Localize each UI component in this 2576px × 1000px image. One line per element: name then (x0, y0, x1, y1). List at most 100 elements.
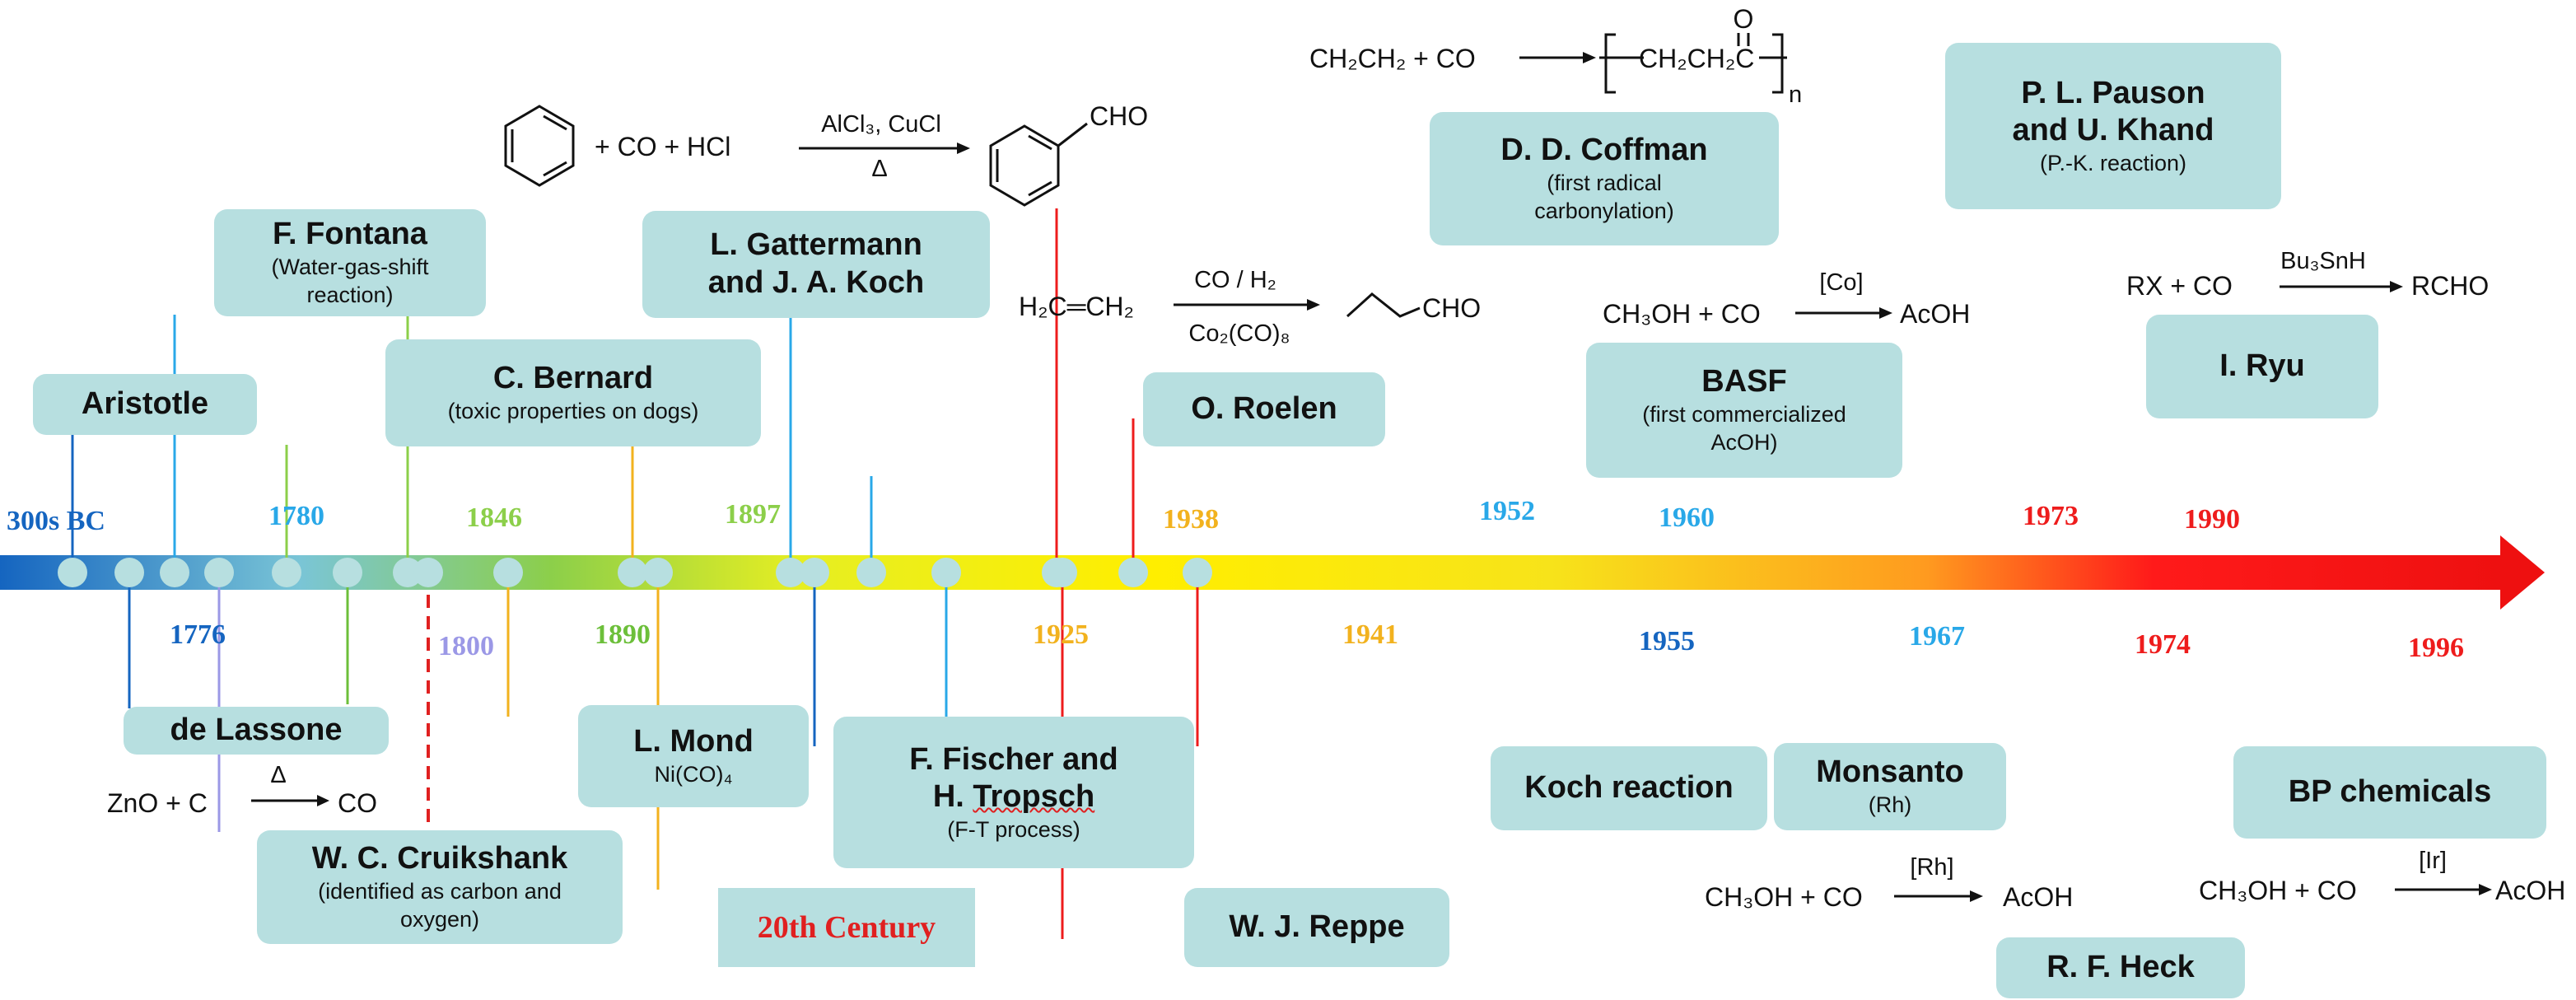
year-label-1780: 1780 (268, 501, 324, 531)
equation-coffman-oxygen: O (1734, 4, 1754, 34)
year-label-1990: 1990 (2184, 504, 2240, 535)
event-name: W. J. Reppe (1229, 909, 1405, 945)
equation-gattermann-condition-top: AlCl₃, CuCl (821, 111, 941, 138)
year-label-1846: 1846 (466, 502, 522, 533)
equation-gattermann-reactants: + CO + HCl (595, 132, 730, 161)
equation-basf: CH₃OH + CO [Co] AcOH (1603, 269, 1970, 329)
equation-lassone-rhs: CO (338, 788, 377, 818)
timeline-dot-1780 (160, 558, 189, 587)
event-name: Koch reaction (1524, 770, 1734, 806)
event-basf: BASF (first commercialized AcOH) (1586, 343, 1902, 478)
event-fischer-tropsch: F. Fischer and H. Tropsch (F-T process) (833, 717, 1194, 868)
event-name-line2: and U. Khand (2012, 113, 2214, 148)
equation-roelen-condition-top: CO / H₂ (1194, 267, 1276, 293)
event-fontana: F. Fontana (Water-gas-shift reaction) (214, 209, 486, 316)
event-reppe: W. J. Reppe (1184, 888, 1449, 967)
year-label-1925: 1925 (1033, 619, 1089, 650)
timeline-dot-1925 (493, 558, 523, 587)
equation-gattermann-koch: + CO + HCl AlCl₃, CuCl Δ CHO (504, 101, 1148, 207)
event-name-line2-surname: Tropsch (973, 779, 1095, 815)
timeline-arrowhead (2500, 535, 2545, 610)
event-bp-chemicals: BP chemicals (2233, 746, 2546, 839)
event-mond: L. Mond Ni(CO)₄ (578, 705, 809, 807)
equation-ryu-condition: Bu₃SnH (2280, 248, 2366, 274)
event-monsanto: Monsanto (Rh) (1774, 743, 2006, 830)
equation-basf-condition: [Co] (1819, 269, 1863, 296)
event-cruikshank: W. C. Cruikshank (identified as carbon a… (257, 830, 623, 944)
year-label-1800: 1800 (438, 631, 494, 661)
event-description: (P.-K. reaction) (2039, 150, 2187, 175)
event-gattermann-koch: L. Gattermann and J. A. Koch (642, 211, 990, 318)
equation-roelen-product: CHO (1422, 293, 1481, 323)
equation-basf-rhs: AcOH (1900, 299, 1970, 329)
event-name: BP chemicals (2288, 774, 2492, 810)
equation-bp-condition: [Ir] (2419, 848, 2447, 874)
polymer-bracket-left-icon (1604, 33, 1616, 94)
equation-basf-lhs: CH₃OH + CO (1603, 299, 1761, 329)
equation-coffman-lhs: CH₂CH₂ + CO (1309, 44, 1476, 73)
event-koch-reaction: Koch reaction (1491, 746, 1767, 830)
event-description: (F-T process) (947, 816, 1080, 842)
year-label-1938: 1938 (1163, 504, 1219, 535)
equation-gattermann-product: CHO (1090, 101, 1148, 131)
equation-lassone: ZnO + C Δ CO (107, 762, 377, 818)
event-description: (toxic properties on dogs) (447, 398, 699, 423)
year-label-1996: 1996 (2408, 633, 2464, 663)
event-description: (first commercialized AcOH) (1642, 402, 1846, 455)
event-aristotle: Aristotle (33, 374, 257, 435)
equation-gattermann-condition-bottom: Δ (871, 156, 887, 182)
event-name: I. Ryu (2219, 348, 2305, 384)
year-label-1974: 1974 (2135, 629, 2191, 660)
timeline-dot-1967 (931, 558, 961, 587)
timeline-dot-1955 (800, 558, 829, 587)
event-name-line1: L. Gattermann (710, 227, 922, 263)
event-name-line1: F. Fischer and (909, 741, 1118, 777)
timeline-dot-1776 (114, 558, 144, 587)
century-label: 20th Century (718, 888, 975, 967)
equation-lassone-condition: Δ (270, 762, 286, 788)
event-name: Monsanto (1816, 755, 1964, 790)
timeline-dot-1941 (643, 558, 673, 587)
equation-ryu-lhs: RX + CO (2126, 271, 2233, 301)
event-description: (Rh) (1868, 792, 1912, 817)
benzene-ring-icon (504, 105, 575, 187)
event-name-line2: H. Tropsch (933, 778, 1094, 816)
equation-lassone-lhs: ZnO + C (107, 788, 208, 818)
timeline-dot-1800 (204, 558, 234, 587)
event-description: (first radical carbonylation) (1534, 171, 1674, 223)
benzaldehyde-ring-icon (989, 122, 1088, 207)
timeline-dot-300s-bc (58, 558, 87, 587)
year-label-1890: 1890 (595, 619, 651, 650)
event-name: R. F. Heck (2046, 950, 2195, 985)
event-name: F. Fontana (273, 217, 427, 252)
year-label-1973: 1973 (2023, 501, 2079, 531)
event-formula: Ni(CO)₄ (654, 761, 733, 787)
equation-ryu-rhs: RCHO (2411, 271, 2489, 301)
event-description: (Water-gas-shift reaction) (271, 255, 429, 307)
equation-bp: CH₃OH + CO [Ir] AcOH (2199, 848, 2565, 905)
equation-ryu: RX + CO Bu₃SnH RCHO (2126, 248, 2489, 301)
year-label-1955: 1955 (1639, 626, 1695, 657)
equation-coffman: CH₂CH₂ + CO CH₂CH₂C O n (1309, 4, 1802, 108)
event-name-line1: P. L. Pauson (2021, 75, 2205, 110)
equation-monsanto-rhs: AcOH (2003, 882, 2073, 912)
event-description: (identified as carbon and oxygen) (318, 879, 562, 932)
year-label-1952: 1952 (1479, 496, 1535, 526)
event-roelen: O. Roelen (1143, 372, 1385, 446)
polymer-bracket-right-icon (1772, 33, 1784, 94)
year-label-300s-bc: 300s BC (7, 506, 105, 536)
event-coffman: D. D. Coffman (first radical carbonylati… (1430, 112, 1779, 245)
year-label-1960: 1960 (1659, 502, 1715, 533)
equation-roelen-lhs: H₂C═CH₂ (1019, 292, 1134, 321)
event-name-line2: and J. A. Koch (707, 265, 925, 300)
event-bernard: C. Bernard (toxic properties on dogs) (385, 339, 761, 446)
equation-bp-lhs: CH₃OH + CO (2199, 876, 2357, 905)
equation-coffman-repeat-unit: CH₂CH₂C (1639, 44, 1754, 73)
event-ryu: I. Ryu (2146, 315, 2378, 418)
equation-bp-rhs: AcOH (2495, 876, 2565, 905)
timeline-dot-1846 (272, 558, 301, 587)
equation-roelen-condition-bottom: Co₂(CO)₈ (1188, 320, 1290, 347)
equation-monsanto-lhs: CH₃OH + CO (1705, 882, 1863, 912)
event-name: O. Roelen (1191, 391, 1337, 427)
